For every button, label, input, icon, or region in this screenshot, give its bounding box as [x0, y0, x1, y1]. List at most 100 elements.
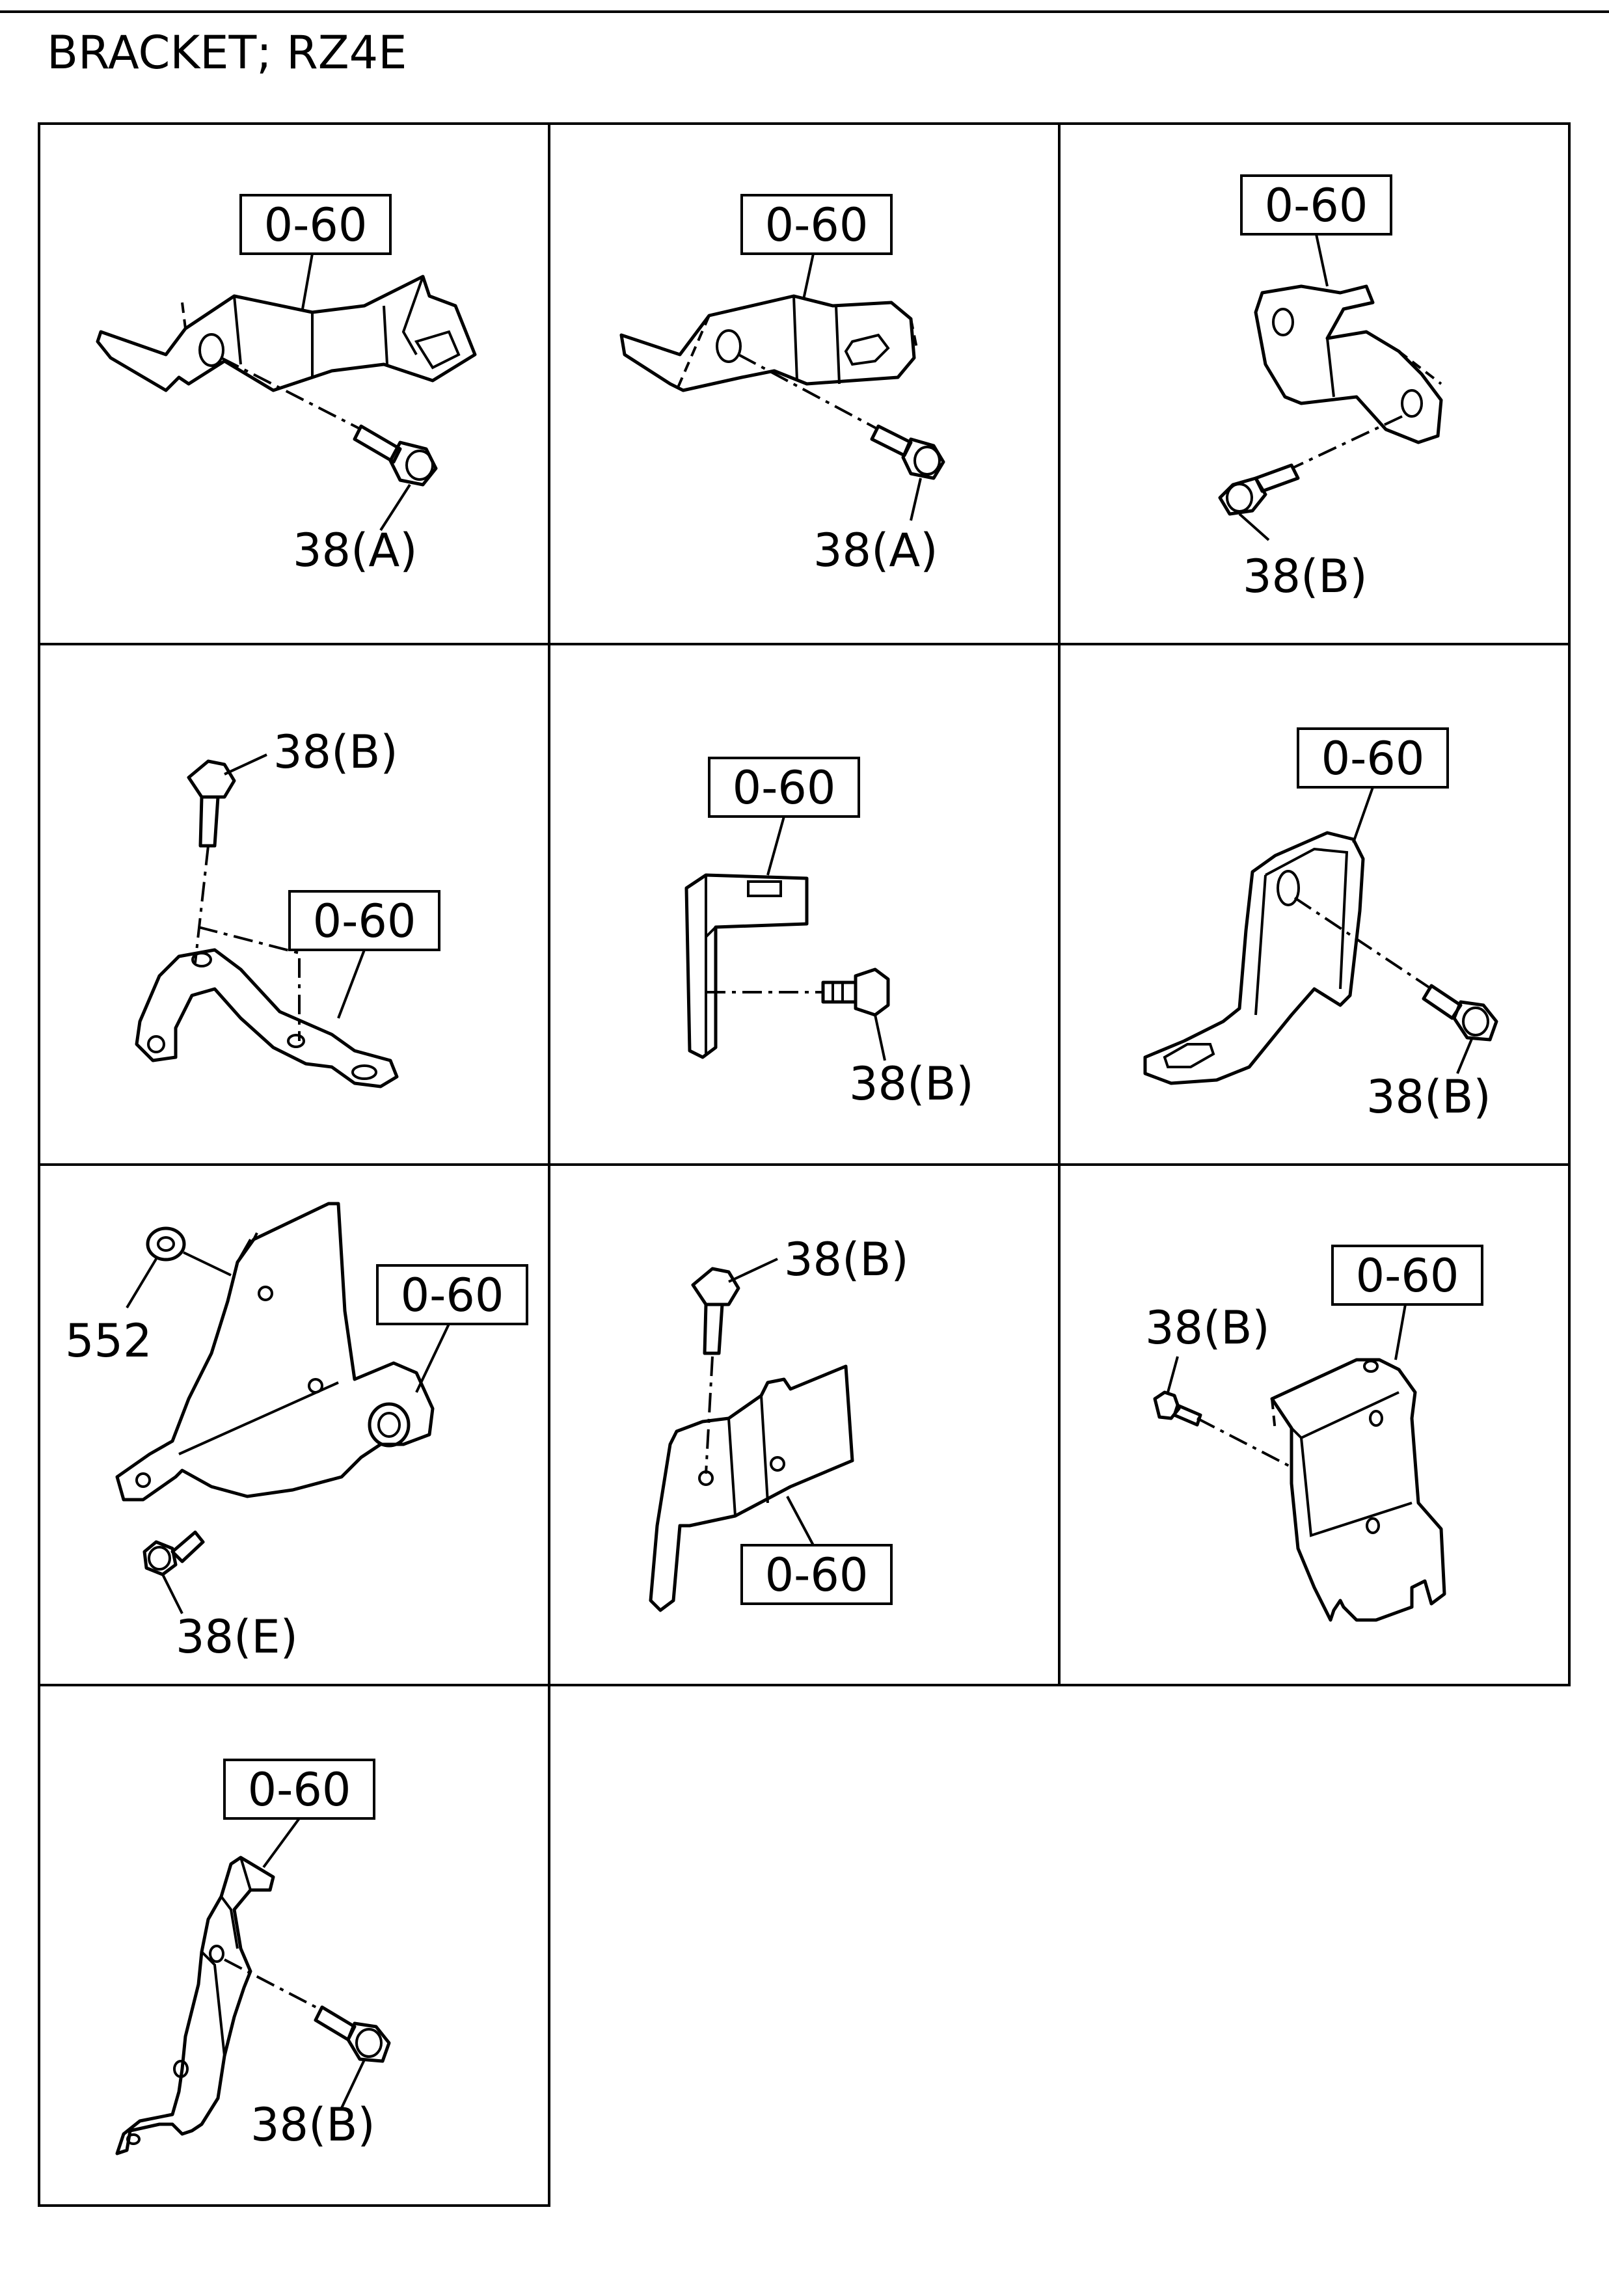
bracket-outline: [1254, 284, 1443, 444]
bracket-hole: [1366, 1517, 1380, 1534]
hidden-edge: [1398, 350, 1442, 385]
ref-label: 0-60: [313, 895, 416, 948]
centerline: [194, 845, 210, 964]
cell-3-drawing: 0-60 38(B): [1218, 174, 1443, 603]
leader-line: [1315, 234, 1329, 287]
bolt-icon: [821, 967, 890, 1017]
ref-box: [1331, 1245, 1483, 1306]
leader-line: [786, 1496, 815, 1546]
leader-line: [126, 1258, 157, 1309]
ref-label: 0-60: [1265, 179, 1368, 232]
bracket-hole: [1363, 1360, 1379, 1373]
leader-line: [910, 478, 922, 521]
cell-8-drawing: 38(B) 0-60: [649, 1233, 909, 1612]
ref-box: [376, 1264, 528, 1325]
ref-box: [288, 890, 440, 951]
leader-line: [766, 816, 785, 876]
cell-5: [548, 643, 1061, 1166]
leader-line: [874, 1014, 886, 1061]
leader-line: [301, 253, 314, 310]
bracket-outline: [115, 1202, 435, 1502]
bracket-outline: [684, 873, 809, 1059]
leader-line: [1352, 787, 1374, 843]
centerline: [738, 353, 879, 431]
ref-label: 0-60: [264, 198, 368, 252]
bracket-outline: [619, 294, 916, 392]
bracket-fold: [178, 1239, 339, 1455]
bracket-hole: [126, 2133, 141, 2145]
centerline: [224, 1958, 323, 2012]
bracket-hole: [1401, 389, 1423, 418]
bracket-inner-edge: [1254, 847, 1349, 1016]
bracket-hole: [287, 1034, 305, 1048]
nut-icon: [146, 1226, 186, 1262]
bolt-icon: [142, 1530, 205, 1576]
fastener-label: 38(A): [813, 524, 938, 577]
ref-label: 0-60: [1356, 1249, 1459, 1303]
cell-4-drawing: 38(B) 0-60: [135, 725, 440, 1088]
page-title: BRACKET; RZ4E: [47, 26, 407, 79]
ref-label: 0-60: [765, 198, 869, 252]
bolt-icon: [870, 424, 945, 480]
fastener-label: 38(B): [784, 1233, 909, 1286]
leader-line: [1167, 1356, 1179, 1393]
bolt-icon: [1422, 984, 1498, 1042]
leader-line: [340, 2059, 366, 2109]
diagram-grid: [38, 122, 1571, 2207]
bolt-icon: [353, 424, 438, 487]
leader-line: [161, 1574, 183, 1614]
leader-line: [728, 1258, 778, 1283]
bracket-hole: [198, 333, 224, 367]
bracket-hole: [258, 1286, 273, 1301]
bracket-hole: [351, 1064, 377, 1080]
bracket-outline: [1143, 831, 1365, 1085]
bracket-slot: [414, 330, 461, 370]
leader-line: [262, 1817, 301, 1869]
fastener-label: 38(A): [293, 524, 418, 577]
bracket-hole: [716, 329, 742, 363]
bracket-slot: [1163, 1043, 1215, 1068]
bracket-fold: [200, 1857, 252, 2057]
centerline: [705, 1356, 714, 1474]
bolt-icon: [1218, 463, 1300, 516]
cell-1-drawing: 0-60 38(A): [96, 194, 477, 577]
nut-label: 552: [65, 1314, 152, 1368]
bushing-bore: [377, 1412, 401, 1438]
ref-label: 0-60: [248, 1763, 351, 1817]
centerline: [1197, 1417, 1292, 1468]
bracket-fold: [1290, 1391, 1413, 1537]
cell-6: [1058, 643, 1571, 1166]
bracket-hole: [698, 1470, 714, 1486]
hidden-edge: [181, 302, 187, 329]
centerline: [221, 357, 362, 431]
bolt-icon: [1153, 1390, 1202, 1427]
bracket-outline: [1270, 1358, 1446, 1622]
cell-9-drawing: 0-60 38(B): [1145, 1245, 1483, 1622]
leader-line: [183, 1251, 232, 1276]
ref-box: [740, 194, 893, 255]
leader-line: [802, 253, 815, 300]
bracket-slot: [747, 880, 782, 897]
ref-label: 0-60: [1321, 732, 1425, 785]
cell-10: [38, 1684, 550, 2207]
hidden-edge: [1271, 1398, 1277, 1432]
leader-line: [1394, 1304, 1407, 1360]
fastener-label: 38(B): [273, 725, 398, 779]
ref-box: [1297, 727, 1449, 789]
ref-box: [239, 194, 392, 255]
bracket-fold: [1326, 338, 1335, 398]
cell-10-drawing: 0-60 38(B): [115, 1759, 391, 2155]
ref-box: [1240, 174, 1392, 236]
cell-9: [1058, 1163, 1571, 1686]
bolt-icon: [691, 1267, 740, 1355]
bracket-outline: [135, 948, 399, 1088]
centerline: [1291, 415, 1403, 470]
bracket-slot: [844, 333, 890, 366]
centerline: [1293, 897, 1433, 990]
fastener-label: 38(B): [1145, 1301, 1270, 1355]
cell-7-drawing: 552 0-60 38(E): [65, 1202, 528, 1664]
bushing: [368, 1402, 411, 1448]
leader-line: [1456, 1038, 1473, 1074]
bracket-outline: [115, 1856, 275, 2155]
cell-6-drawing: 0-60 38(B): [1143, 727, 1498, 1124]
